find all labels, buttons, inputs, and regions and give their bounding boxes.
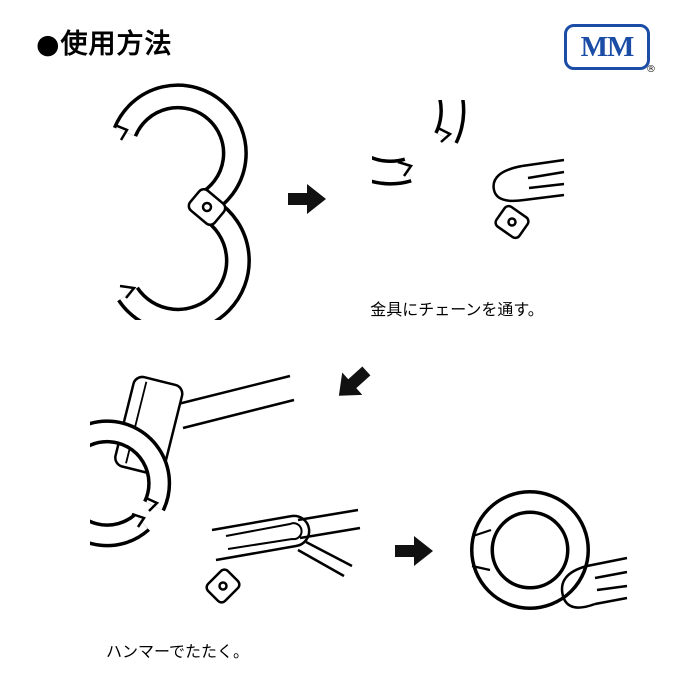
arrow-right-icon [395,536,433,566]
chain-links [560,556,628,609]
closed-ring [470,490,590,610]
hinge-rivet [205,568,241,604]
caption-thread-chain: 金具にチェーンを通す。 [370,300,544,319]
step4-closed-ring-illustration [470,490,628,610]
caption-hit-with-hammer: ハンマーでたたく。 [106,642,250,661]
page-title: ●使用方法 [36,29,173,60]
step2-fitting-with-chain-illustration [372,100,565,240]
hinge-rivet [494,204,530,240]
step1-open-fitting-illustration [112,83,251,320]
hinge-rivet [187,187,227,227]
fitting-bottom-half [117,199,251,320]
fitting-ring [90,419,172,548]
registered-trademark-symbol: ® [646,64,656,75]
arrow-down-left-icon [338,366,371,396]
step3-hammer-illustration [90,374,361,604]
brand-logo-text: MM [580,30,635,63]
brand-logo: MM [564,24,650,70]
chain-links [211,508,361,578]
fitting-ring [372,100,466,186]
chain-links [492,158,565,203]
arrow-right-icon [288,184,326,214]
fitting-top-half [112,83,248,216]
